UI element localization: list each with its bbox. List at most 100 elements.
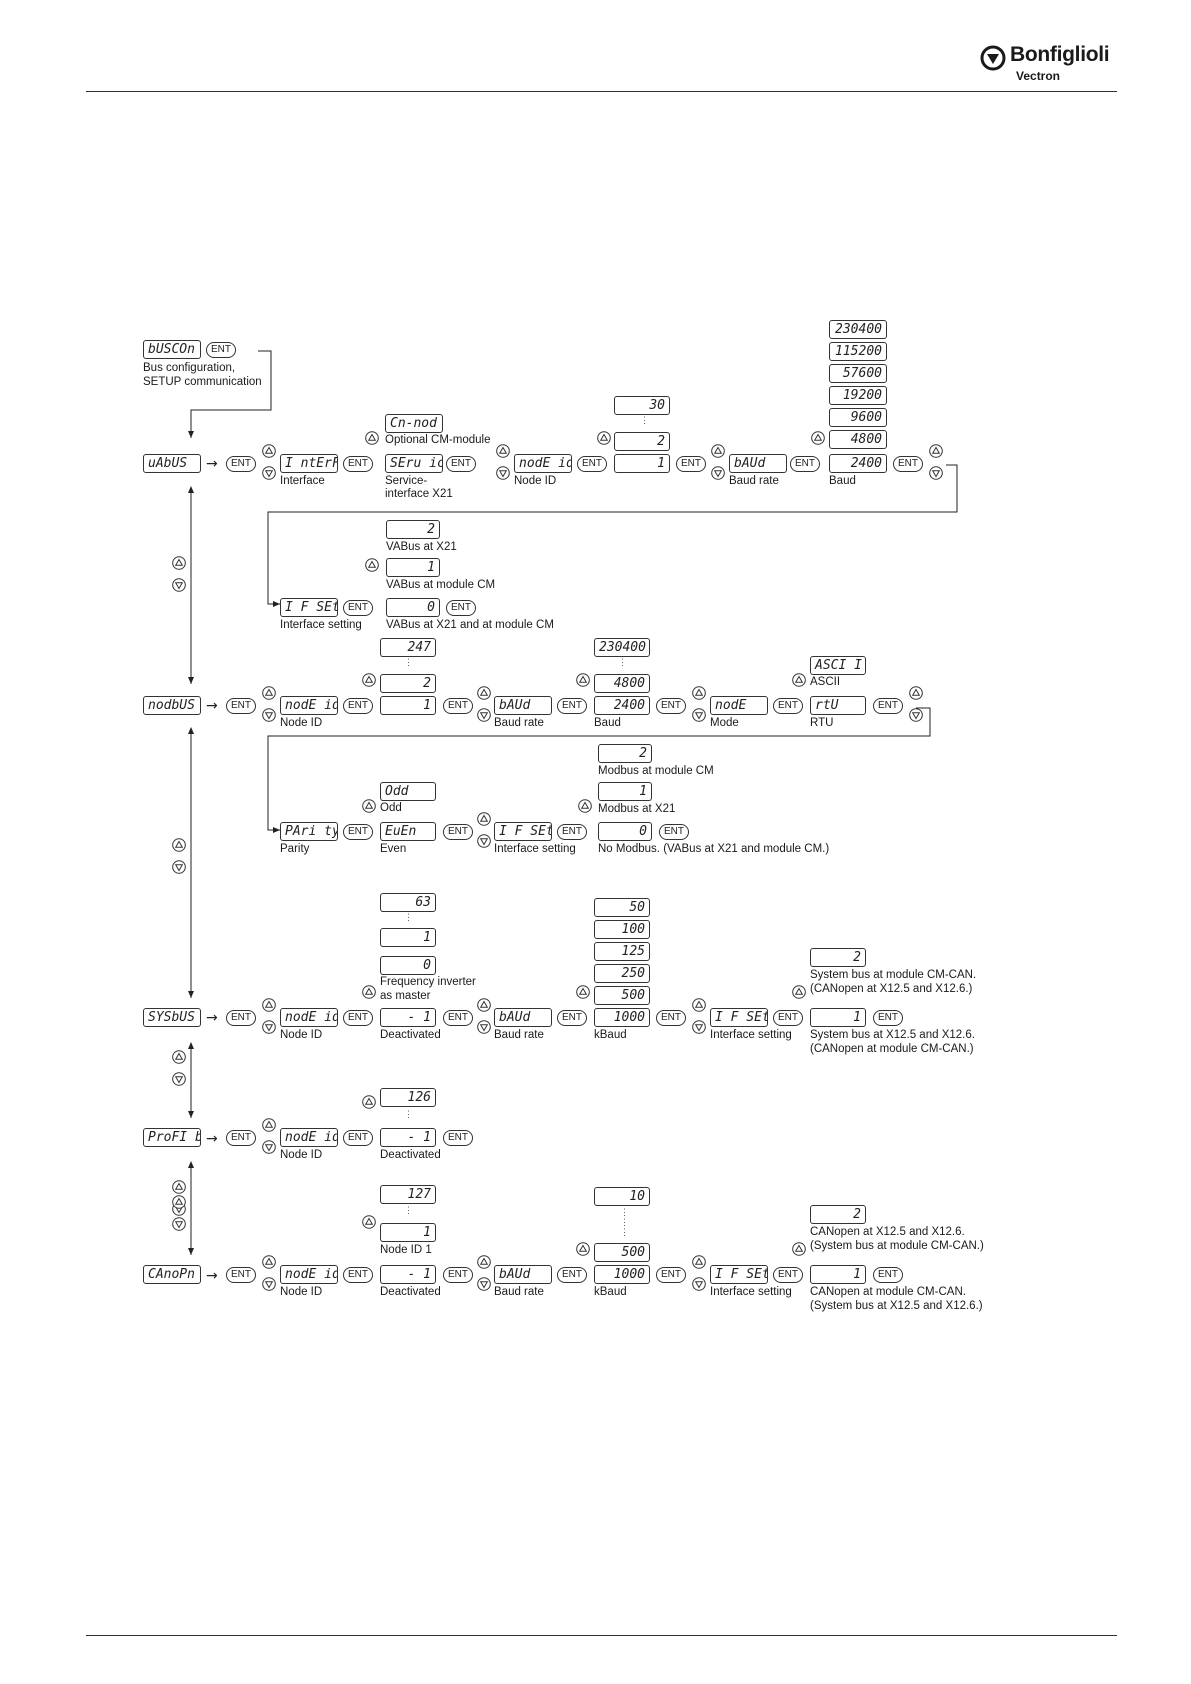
arrow-down-icon[interactable] (692, 708, 706, 722)
node-id-value[interactable]: 63 (380, 893, 436, 912)
arrow-up-icon[interactable] (477, 812, 491, 826)
node-id-value[interactable]: 247 (380, 638, 436, 657)
arrow-down-icon[interactable] (477, 834, 491, 848)
arrow-down-icon[interactable] (172, 1072, 186, 1086)
arrow-up-icon[interactable] (262, 444, 276, 458)
mode-value[interactable]: ASCI I (810, 656, 866, 675)
arrow-up-icon[interactable] (909, 686, 923, 700)
arrow-up-icon[interactable] (496, 444, 510, 458)
vabus-display[interactable]: uAbUS (143, 454, 201, 473)
arrow-up-icon[interactable] (362, 1095, 376, 1109)
ent-button[interactable]: ENT (443, 698, 473, 714)
baud-value[interactable]: 4800 (594, 674, 650, 693)
arrow-up-icon[interactable] (362, 985, 376, 999)
sysbus-display[interactable]: SYSbUS (143, 1008, 201, 1027)
mode-value[interactable]: rtU (810, 696, 866, 715)
arrow-up-icon[interactable] (172, 556, 186, 570)
baud-value[interactable]: 125 (594, 942, 650, 961)
vabus-if-display[interactable]: 0 (386, 598, 440, 617)
arrow-down-icon[interactable] (262, 466, 276, 480)
baud-value[interactable]: 10 (594, 1187, 650, 1206)
arrow-up-icon[interactable] (597, 431, 611, 445)
ent-button[interactable]: ENT (443, 1267, 473, 1283)
node-id-display[interactable]: nodE id (514, 454, 572, 473)
ent-button[interactable]: ENT (443, 1130, 473, 1146)
node-id-value[interactable]: 2 (380, 674, 436, 693)
arrow-up-icon[interactable] (262, 1118, 276, 1132)
ent-button[interactable]: ENT (446, 456, 476, 472)
arrow-up-icon[interactable] (477, 1255, 491, 1269)
arrow-up-icon[interactable] (477, 686, 491, 700)
ent-button[interactable]: ENT (873, 1010, 903, 1026)
arrow-up-icon[interactable] (262, 686, 276, 700)
node-id-value[interactable]: 0 (380, 956, 436, 975)
arrow-up-icon[interactable] (172, 1195, 186, 1209)
ent-button[interactable]: ENT (557, 824, 587, 840)
baud-value[interactable]: 230400 (594, 638, 650, 657)
baud-value[interactable]: 4800 (829, 430, 887, 449)
ent-button[interactable]: ENT (557, 1267, 587, 1283)
ent-button[interactable]: ENT (790, 456, 820, 472)
ent-button[interactable]: ENT (577, 456, 607, 472)
node-id-display[interactable]: nodE id (280, 1265, 338, 1284)
baud-display[interactable]: bAUd (494, 1265, 552, 1284)
canopen-if-value[interactable]: 2 (810, 1205, 866, 1224)
ent-button[interactable]: ENT (656, 698, 686, 714)
arrow-down-icon[interactable] (262, 1140, 276, 1154)
ent-button[interactable]: ENT (226, 1130, 256, 1146)
mode-display[interactable]: nodE (710, 696, 768, 715)
arrow-up-icon[interactable] (365, 558, 379, 572)
node-id-value[interactable]: - 1 (380, 1265, 436, 1284)
baud-value[interactable]: 1000 (594, 1265, 650, 1284)
node-id-value[interactable]: 1 (614, 454, 670, 473)
arrow-down-icon[interactable] (172, 1217, 186, 1231)
parity-display[interactable]: PAri ty (280, 822, 338, 841)
ent-button[interactable]: ENT (773, 1267, 803, 1283)
arrow-up-icon[interactable] (711, 444, 725, 458)
arrow-up-icon[interactable] (578, 799, 592, 813)
ent-button[interactable]: ENT (656, 1267, 686, 1283)
parity-value[interactable]: Odd (380, 782, 436, 801)
arrow-up-icon[interactable] (792, 1242, 806, 1256)
if-set-display[interactable]: I F SEt (494, 822, 552, 841)
arrow-down-icon[interactable] (909, 708, 923, 722)
arrow-down-icon[interactable] (172, 860, 186, 874)
arrow-up-icon[interactable] (362, 673, 376, 687)
arrow-up-icon[interactable] (262, 1255, 276, 1269)
ent-button[interactable]: ENT (226, 456, 256, 472)
ent-button[interactable]: ENT (443, 824, 473, 840)
baud-value[interactable]: 115200 (829, 342, 887, 361)
arrow-up-icon[interactable] (172, 838, 186, 852)
ent-button[interactable]: ENT (343, 600, 373, 616)
node-id-value[interactable]: 1 (380, 928, 436, 947)
arrow-down-icon[interactable] (692, 1277, 706, 1291)
ent-button[interactable]: ENT (443, 1010, 473, 1026)
baud-value[interactable]: 100 (594, 920, 650, 939)
ent-button[interactable]: ENT (226, 1267, 256, 1283)
ent-button[interactable]: ENT (343, 824, 373, 840)
ent-button[interactable]: ENT (557, 698, 587, 714)
arrow-up-icon[interactable] (692, 1255, 706, 1269)
arrow-up-icon[interactable] (172, 1050, 186, 1064)
node-id-display[interactable]: nodE id (280, 696, 338, 715)
node-id-value[interactable]: 127 (380, 1185, 436, 1204)
node-id-display[interactable]: nodE id (280, 1128, 338, 1147)
arrow-up-icon[interactable] (792, 673, 806, 687)
baud-value[interactable]: 50 (594, 898, 650, 917)
ent-button[interactable]: ENT (226, 698, 256, 714)
ent-button[interactable]: ENT (659, 824, 689, 840)
baud-value[interactable]: 500 (594, 986, 650, 1005)
arrow-down-icon[interactable] (929, 466, 943, 480)
if-set-display[interactable]: I F SEt (280, 598, 338, 617)
arrow-up-icon[interactable] (576, 985, 590, 999)
baud-display[interactable]: bAUd (494, 696, 552, 715)
arrow-up-icon[interactable] (811, 431, 825, 445)
baud-display[interactable]: bAUd (494, 1008, 552, 1027)
baud-value[interactable]: 2400 (829, 454, 887, 473)
sysbus-if-value[interactable]: 2 (810, 948, 866, 967)
ent-button[interactable]: ENT (773, 1010, 803, 1026)
baud-value[interactable]: 9600 (829, 408, 887, 427)
baud-value[interactable]: 2400 (594, 696, 650, 715)
if-set-display[interactable]: I F SEt (710, 1008, 768, 1027)
arrow-down-icon[interactable] (262, 1277, 276, 1291)
